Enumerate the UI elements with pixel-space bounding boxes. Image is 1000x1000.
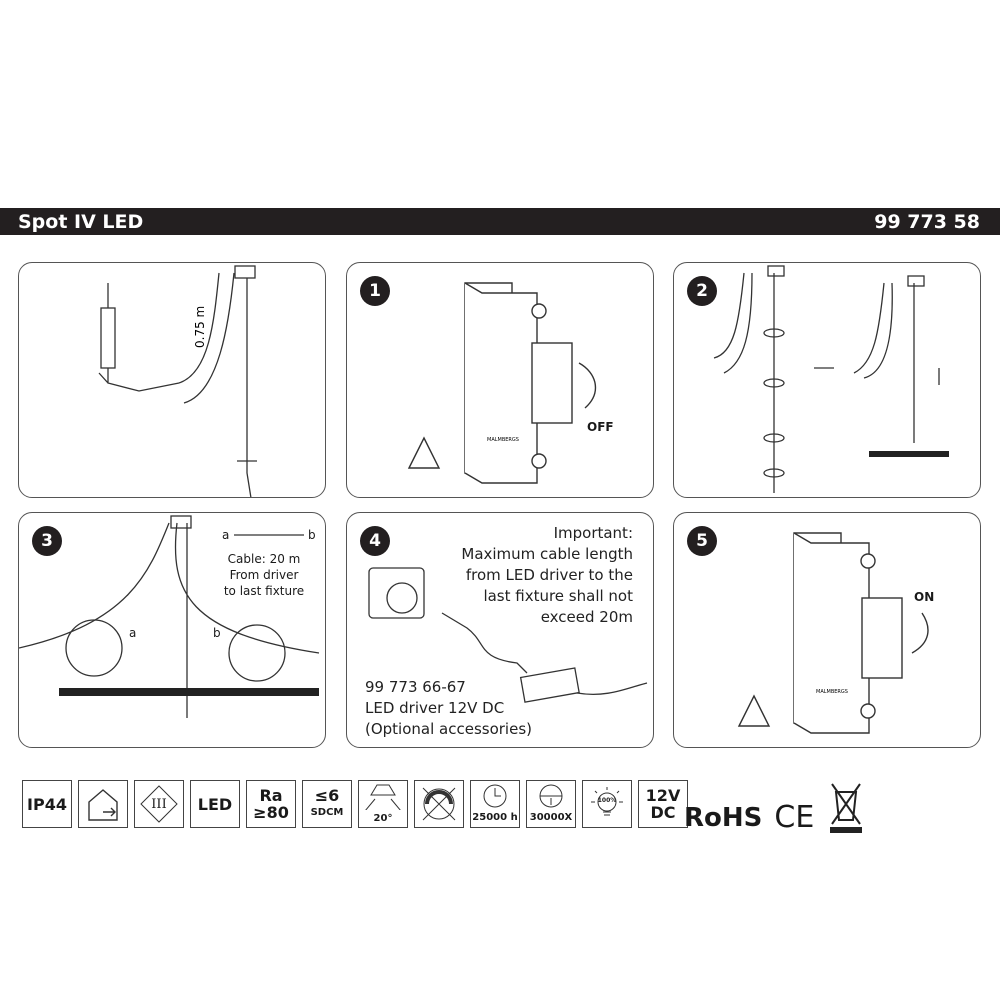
color-rendering-icon: Ra≥80 [246,780,296,828]
rohs-mark: RoHS [684,802,763,833]
step-number: 2 [687,276,717,306]
accessory-line: LED driver 12V DC [365,699,505,717]
icon-text: IP44 [27,794,67,814]
important-line: from LED driver to the [465,566,633,584]
icon-text: 30000X [529,811,573,823]
icon-text: 25000 h [472,811,518,823]
overview-panel: 0.75 m [18,262,326,498]
accessory-note: 99 773 66-67 LED driver 12V DC (Optional… [365,677,532,740]
step-4-panel: 4 Important: Maximum cable length from L… [346,512,654,748]
article-number: 99 773 58 [874,210,980,233]
icon-text: ≥80 [253,803,289,822]
not-dimmable-icon [414,780,464,828]
on-label: ON [914,590,935,604]
switch-cycles-icon: 30000X [526,780,576,828]
label-b: b [213,626,221,640]
step-number: 4 [360,526,390,556]
important-note: Important: Maximum cable length from LED… [461,523,633,628]
led-icon: LED [190,780,240,828]
instant-light-icon: 100% [582,780,632,828]
important-line: Important: [553,524,633,542]
label-a: a [129,626,137,640]
to-last-fixture: to last fixture [223,584,305,598]
important-line: exceed 20m [540,608,633,626]
icon-text: DC [650,803,676,822]
step-number: 5 [687,526,717,556]
icon-text: SDCM [310,807,344,818]
step-number: 1 [360,276,390,306]
important-line: Maximum cable length [461,545,633,563]
range-end-b: b [308,528,316,542]
weee-bin-icon [830,783,863,833]
step-5-panel: 5 MALMBERGS ON [673,512,981,748]
icon-text: 100% [597,796,617,804]
indoor-outdoor-icon [78,780,128,828]
accessory-line: 99 773 66-67 [365,678,466,696]
circuit-breaker-illustration: MALMBERGS [407,282,597,484]
step-1-panel: 1 MALMBERGS OFF [346,262,654,498]
wiring-overview-illustration: 0.75 m [98,265,257,497]
off-label: OFF [587,420,614,434]
accessory-line: (Optional accessories) [365,720,532,738]
breaker-brand: MALMBERGS [816,689,848,695]
breaker-brand: MALMBERGS [487,437,519,443]
important-line: last fixture shall not [483,587,633,605]
stake-assembly-illustration [713,265,949,493]
driver-plug-illustration [368,567,648,703]
icon-text: LED [197,794,233,814]
cable-length-label: 0.75 m [193,306,207,348]
icon-text: ≤6 [314,786,340,805]
lifetime-icon: 25000 h [470,780,520,828]
step-number: 3 [32,526,62,556]
circuit-breaker-illustration: MALMBERGS [737,532,929,734]
icon-text: 12V [645,786,681,805]
range-start-a: a [222,528,230,542]
cable-connection-illustration [19,515,320,718]
cable-note: Cable: 20 m From driver to last fixture [205,551,323,599]
icon-text: Ra [259,786,283,805]
cable-length: Cable: 20 m [227,552,301,566]
title-bar: Spot IV LED 99 773 58 [0,208,1000,235]
class-iii-icon: III [134,780,184,828]
product-title: Spot IV LED [18,210,144,233]
step-3-panel: 3 a b Cable: 20 m From driver to last fi… [18,512,326,748]
icon-text: 20° [373,813,393,824]
beam-angle-icon: 20° [358,780,408,828]
step-2-panel: 2 [673,262,981,498]
certifications: RoHS CE [684,783,866,835]
from-driver: From driver [229,568,299,582]
icon-text: III [151,796,167,812]
ce-mark: CE [774,800,815,835]
ip44-icon: IP44 [22,780,72,828]
